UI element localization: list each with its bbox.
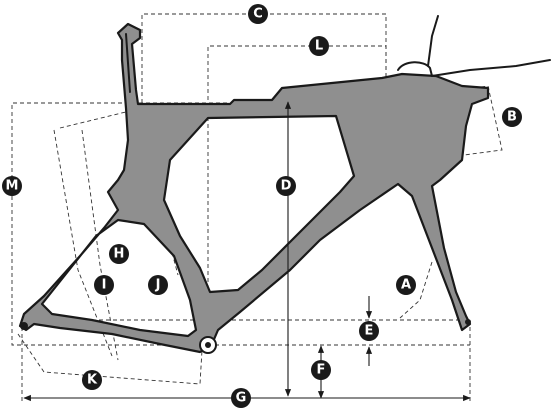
dimension-l-guide: [207, 45, 387, 345]
badge-l: L: [309, 36, 329, 56]
svg-text:J: J: [155, 278, 161, 293]
badge-i: I: [94, 275, 114, 295]
svg-text:A: A: [401, 278, 411, 293]
aerobar-lower: [431, 59, 551, 77]
rear-dropout: [20, 322, 28, 330]
svg-text:D: D: [281, 179, 292, 194]
svg-text:H: H: [114, 247, 125, 262]
svg-text:E: E: [365, 324, 374, 339]
svg-text:L: L: [315, 39, 323, 54]
badge-a: A: [396, 275, 416, 295]
badge-c: C: [248, 4, 268, 24]
badge-h: H: [109, 244, 129, 264]
badge-k: K: [82, 370, 102, 390]
svg-text:I: I: [102, 278, 107, 293]
dimension-a-guide: [399, 261, 433, 319]
svg-text:K: K: [87, 373, 98, 388]
svg-text:C: C: [253, 7, 263, 22]
badge-f: F: [311, 360, 331, 380]
svg-text:G: G: [236, 391, 247, 406]
badge-g: G: [231, 388, 251, 408]
dimension-k-guide: [17, 333, 203, 385]
front-dropout: [465, 319, 471, 325]
frame-body: [18, 22, 490, 354]
bottom-bracket-hub: [205, 342, 211, 348]
bike-frame: [18, 15, 551, 354]
badge-j: J: [148, 275, 168, 295]
stem-top: [397, 61, 433, 77]
badge-d: D: [276, 176, 296, 196]
badge-b: B: [502, 107, 522, 127]
dimension-i-guide: [81, 129, 119, 361]
aerobar-upper: [427, 15, 439, 67]
svg-text:B: B: [507, 110, 517, 125]
badge-m: M: [2, 176, 22, 196]
seat-post: [125, 33, 131, 93]
badge-e: E: [359, 321, 379, 341]
svg-text:M: M: [6, 179, 19, 194]
dimension-badges: A B C D E F G H: [2, 4, 522, 408]
svg-text:F: F: [317, 363, 326, 378]
